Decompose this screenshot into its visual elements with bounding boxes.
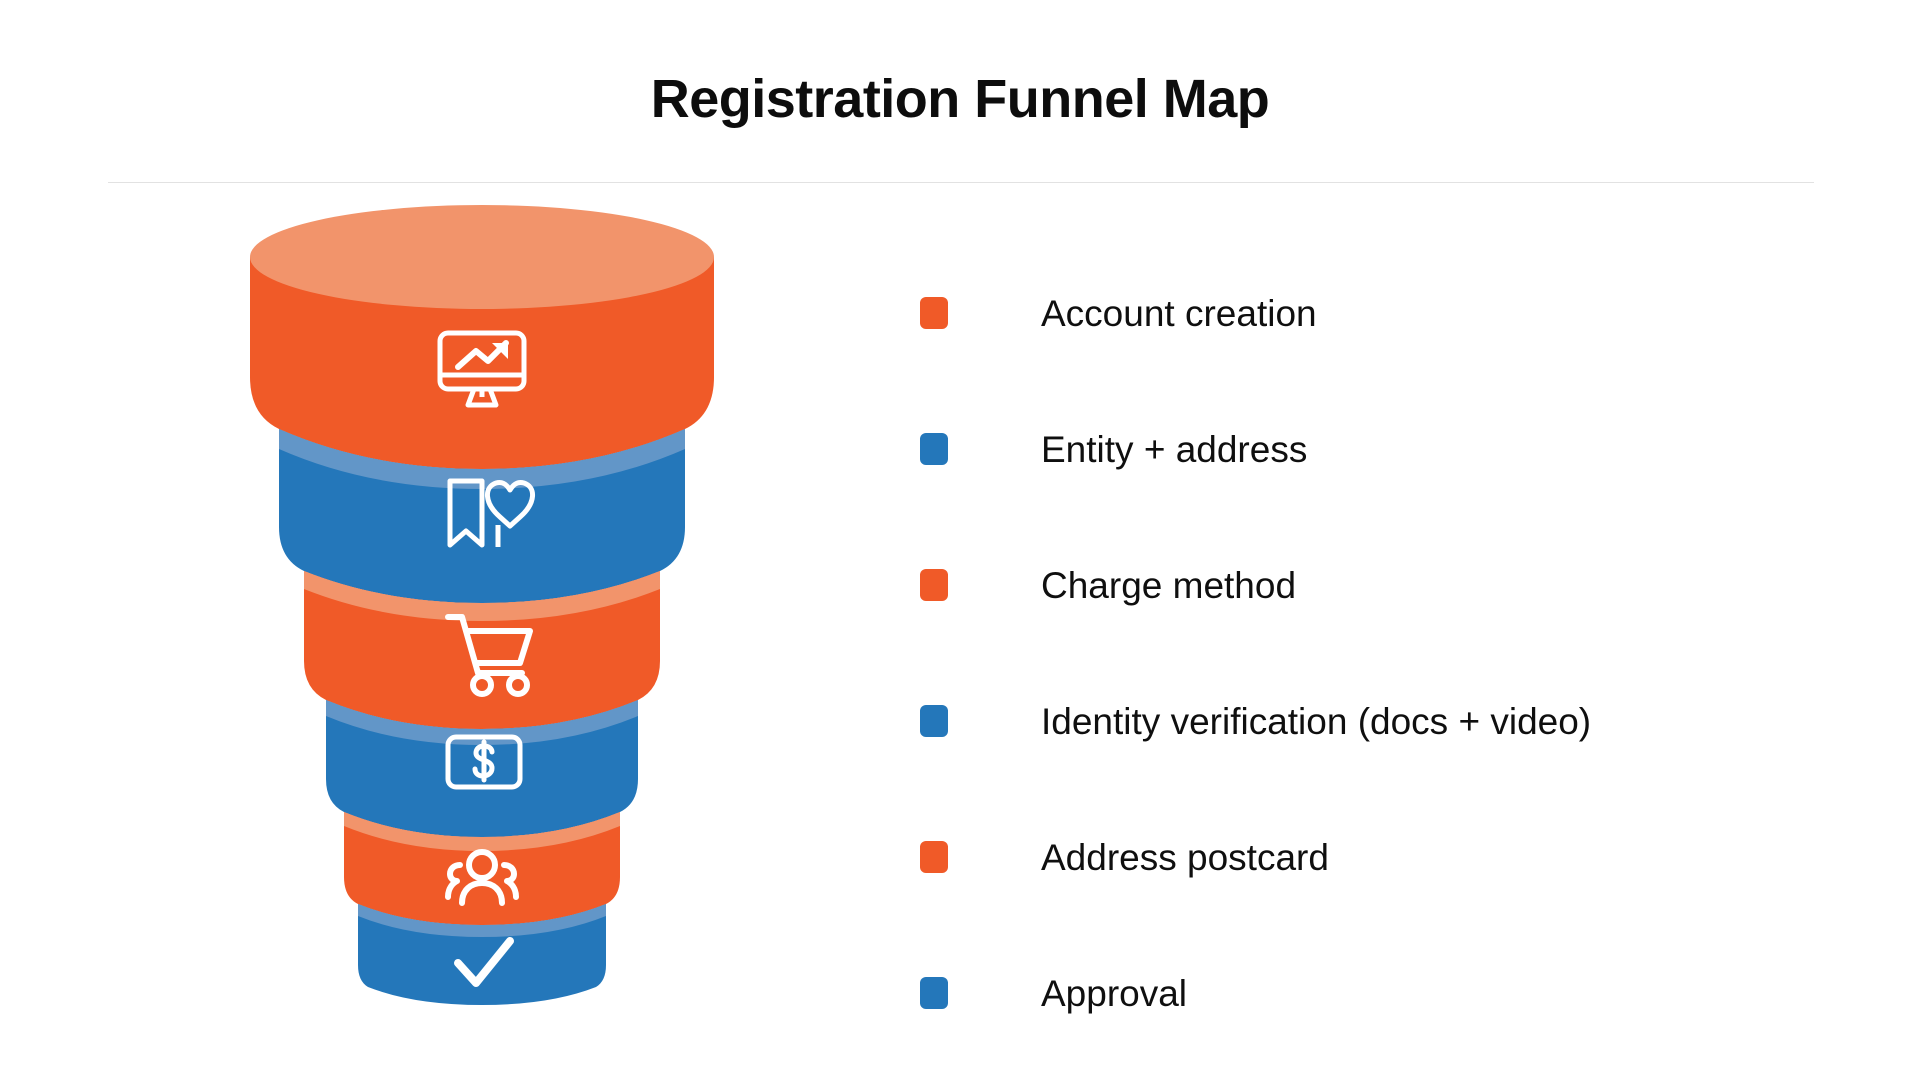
funnel-stage-3[interactable] xyxy=(304,571,660,729)
title-divider xyxy=(108,182,1814,183)
legend-item-entity-address[interactable]: Entity + address xyxy=(920,381,1780,517)
funnel-stage-4-cap xyxy=(326,700,638,745)
legend-label: Identity verification (docs + video) xyxy=(1041,700,1592,742)
legend-label: Entity + address xyxy=(1041,428,1308,470)
funnel-stage-5-cap xyxy=(344,812,620,851)
legend-swatch-icon xyxy=(920,841,948,873)
people-group-icon xyxy=(445,849,519,906)
legend-item-address-postcard[interactable]: Address postcard xyxy=(920,789,1780,925)
page-title: Registration Funnel Map xyxy=(650,69,1270,129)
bookmark-heart-icon xyxy=(447,478,535,548)
funnel-stage-1-body xyxy=(250,257,714,469)
legend-label: Approval xyxy=(1041,972,1188,1014)
legend-label: Address postcard xyxy=(1041,836,1329,878)
shopping-cart-icon xyxy=(445,614,533,697)
legend-swatch-icon xyxy=(920,569,948,601)
funnel-stage-4[interactable] xyxy=(326,700,638,837)
funnel-legend: Account creation Entity + address Charge… xyxy=(920,245,1780,1061)
funnel-stage-6-cap xyxy=(358,904,606,937)
legend-item-charge-method[interactable]: Charge method xyxy=(920,517,1780,653)
funnel-stage-2[interactable] xyxy=(279,429,685,603)
funnel-stage-2-cap xyxy=(279,429,685,489)
check-mark-icon xyxy=(454,937,514,987)
legend-item-approval[interactable]: Approval xyxy=(920,925,1780,1061)
legend-swatch-icon xyxy=(920,297,948,329)
legend-label: Charge method xyxy=(1041,564,1297,606)
legend-swatch-icon xyxy=(920,705,948,737)
funnel-stage-1[interactable] xyxy=(250,205,714,469)
funnel-stage-1-cap xyxy=(250,205,714,309)
legend-swatch-icon xyxy=(920,977,948,1009)
legend-swatch-icon xyxy=(920,433,948,465)
funnel-graphic xyxy=(250,205,890,1035)
money-card-dollar-icon xyxy=(445,734,523,790)
legend-item-identity-verification[interactable]: Identity verification (docs + video) xyxy=(920,653,1780,789)
legend-item-account-creation[interactable]: Account creation xyxy=(920,245,1780,381)
monitor-trend-up-icon xyxy=(437,330,527,408)
funnel-stage-3-cap xyxy=(304,571,660,621)
funnel-stage-5[interactable] xyxy=(344,812,620,925)
legend-label: Account creation xyxy=(1041,292,1317,334)
funnel-stage-6[interactable] xyxy=(358,904,606,1005)
